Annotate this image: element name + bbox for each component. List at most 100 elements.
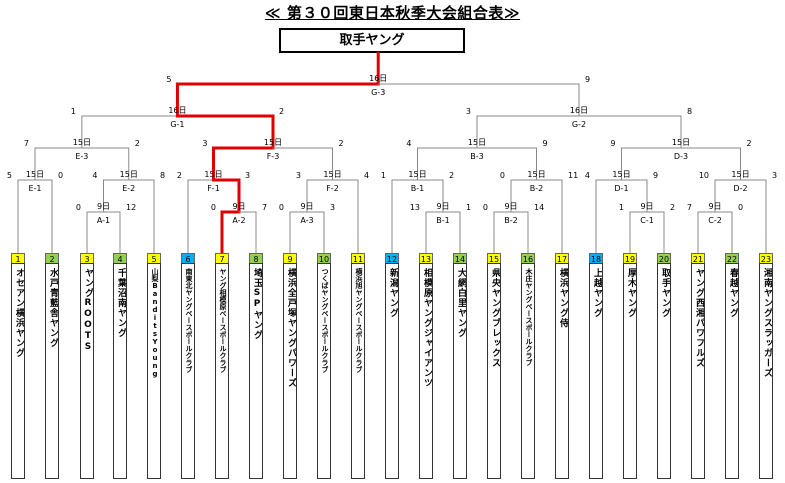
team-name: 厚木ヤング xyxy=(626,268,636,318)
score-right: 14 xyxy=(534,203,544,212)
score-left: 9 xyxy=(610,139,615,148)
score-left: 2 xyxy=(177,171,182,180)
score-right: 2 xyxy=(279,107,284,116)
team-name-box: 横浜ヤング侍 xyxy=(555,263,569,479)
team-name: 南東北ヤングベースボールクラブ xyxy=(185,268,193,373)
team-name-box: ヤングROOTS xyxy=(80,263,94,479)
team-name: 県央ヤングブレックス xyxy=(490,268,500,368)
team-name-box: 山梨BanditsYoung xyxy=(147,263,161,479)
match-code: E-1 xyxy=(28,184,41,193)
match-day: 16日 xyxy=(570,106,588,115)
score-right: 12 xyxy=(126,203,136,212)
score-right: 1 xyxy=(466,203,471,212)
score-left: 1 xyxy=(381,171,386,180)
match-day: 15日 xyxy=(73,138,91,147)
team-name-box: 新潟ヤング xyxy=(385,263,399,479)
team-name: 取手ヤング xyxy=(660,268,670,318)
match-day: 15日 xyxy=(323,170,341,179)
score-right: 2 xyxy=(747,139,752,148)
team-name: 春越ヤング xyxy=(728,268,738,318)
match-day: 9日 xyxy=(300,202,313,211)
score-left: 3 xyxy=(296,171,301,180)
score-right: 4 xyxy=(364,171,369,180)
team-name-box: 大網白里ヤング xyxy=(453,263,467,479)
team-name: 新潟ヤング xyxy=(388,268,398,318)
match-code: B-2 xyxy=(530,184,543,193)
champion-box: 取手ヤング xyxy=(279,28,465,53)
team-name-box: 埼玉SPヤング xyxy=(249,263,263,479)
team-name-box: ヤング相模原ベースボールクラブ xyxy=(215,263,229,479)
score-right: 2 xyxy=(339,139,344,148)
match-code: D-3 xyxy=(674,152,688,161)
team-name: 横浜旭ヤングベースボールクラブ xyxy=(355,268,363,373)
team-name-box: オセアン横浜ヤング xyxy=(11,263,25,479)
score-left: 3 xyxy=(466,107,471,116)
team-name-box: 横浜旭ヤングベースボールクラブ xyxy=(351,263,365,479)
match-code: C-1 xyxy=(640,216,654,225)
team-name: 相模原ヤングジャイアンツ xyxy=(422,268,432,388)
team-name: 横浜全戸塚ヤングパワーズ xyxy=(286,268,296,388)
match-code: A-3 xyxy=(300,216,313,225)
team-name-box: 千葉沼南ヤング xyxy=(113,263,127,479)
match-code: A-1 xyxy=(97,216,110,225)
match-day: 15日 xyxy=(672,138,690,147)
score-right: 8 xyxy=(687,107,692,116)
team-name-box: 横浜全戸塚ヤングパワーズ xyxy=(283,263,297,479)
score-right: 9 xyxy=(653,171,658,180)
match-day: 15日 xyxy=(612,170,630,179)
score-right: 2 xyxy=(449,171,454,180)
match-day: 16日 xyxy=(369,74,387,83)
team-name: ヤング相模原ベースボールクラブ xyxy=(219,268,227,373)
team-name-box: つくばヤングベースボールクラブ xyxy=(317,263,331,479)
team-name-box: 厚木ヤング xyxy=(623,263,637,479)
match-code: F-1 xyxy=(207,184,220,193)
team-name-box: 上越ヤング xyxy=(589,263,603,479)
match-day: 9日 xyxy=(504,202,517,211)
score-right: 3 xyxy=(772,171,777,180)
match-code: B-1 xyxy=(411,184,424,193)
match-code: G-3 xyxy=(371,88,385,97)
match-day: 9日 xyxy=(640,202,653,211)
match-day: 9日 xyxy=(708,202,721,211)
match-day: 15日 xyxy=(731,170,749,179)
match-code: B-3 xyxy=(470,152,483,161)
score-left: 0 xyxy=(500,171,505,180)
score-right: 2 xyxy=(135,139,140,148)
team-name: ヤングROOTS xyxy=(83,268,93,353)
team-name: 水戸青藍舎ヤング xyxy=(48,268,58,348)
score-left: 0 xyxy=(279,203,284,212)
match-day: 16日 xyxy=(168,106,186,115)
match-day: 15日 xyxy=(264,138,282,147)
team-name: 横浜ヤング侍 xyxy=(558,268,568,328)
score-right: 2 xyxy=(670,203,675,212)
team-name: 千葉沼南ヤング xyxy=(116,268,126,338)
match-code: B-1 xyxy=(436,216,449,225)
match-code: F-3 xyxy=(267,152,280,161)
team-name-box: ヤング西湘パワフルズ xyxy=(691,263,705,479)
team-name-box: 水戸青藍舎ヤング xyxy=(45,263,59,479)
score-left: 4 xyxy=(585,171,590,180)
match-day: 15日 xyxy=(527,170,545,179)
score-right: 8 xyxy=(160,171,165,180)
score-left: 0 xyxy=(76,203,81,212)
match-day: 15日 xyxy=(468,138,486,147)
score-right: 9 xyxy=(543,139,548,148)
match-day: 15日 xyxy=(26,170,44,179)
match-code: E-3 xyxy=(75,152,88,161)
match-day: 15日 xyxy=(408,170,426,179)
match-day: 15日 xyxy=(120,170,138,179)
score-left: 3 xyxy=(202,139,207,148)
team-name-box: 南東北ヤングベースボールクラブ xyxy=(181,263,195,479)
score-left: 7 xyxy=(687,203,692,212)
team-name: 埼玉SPヤング xyxy=(252,268,262,340)
score-left: 5 xyxy=(166,75,171,84)
match-code: E-2 xyxy=(122,184,135,193)
team-name: 山梨BanditsYoung xyxy=(151,268,159,378)
team-name-box: 湘南ヤングスラッガーズ xyxy=(759,263,773,479)
team-name: 湘南ヤングスラッガーズ xyxy=(762,268,772,378)
score-left: 5 xyxy=(7,171,12,180)
score-left: 4 xyxy=(92,171,97,180)
team-name: ヤング西湘パワフルズ xyxy=(694,268,704,368)
match-code: C-2 xyxy=(708,216,722,225)
